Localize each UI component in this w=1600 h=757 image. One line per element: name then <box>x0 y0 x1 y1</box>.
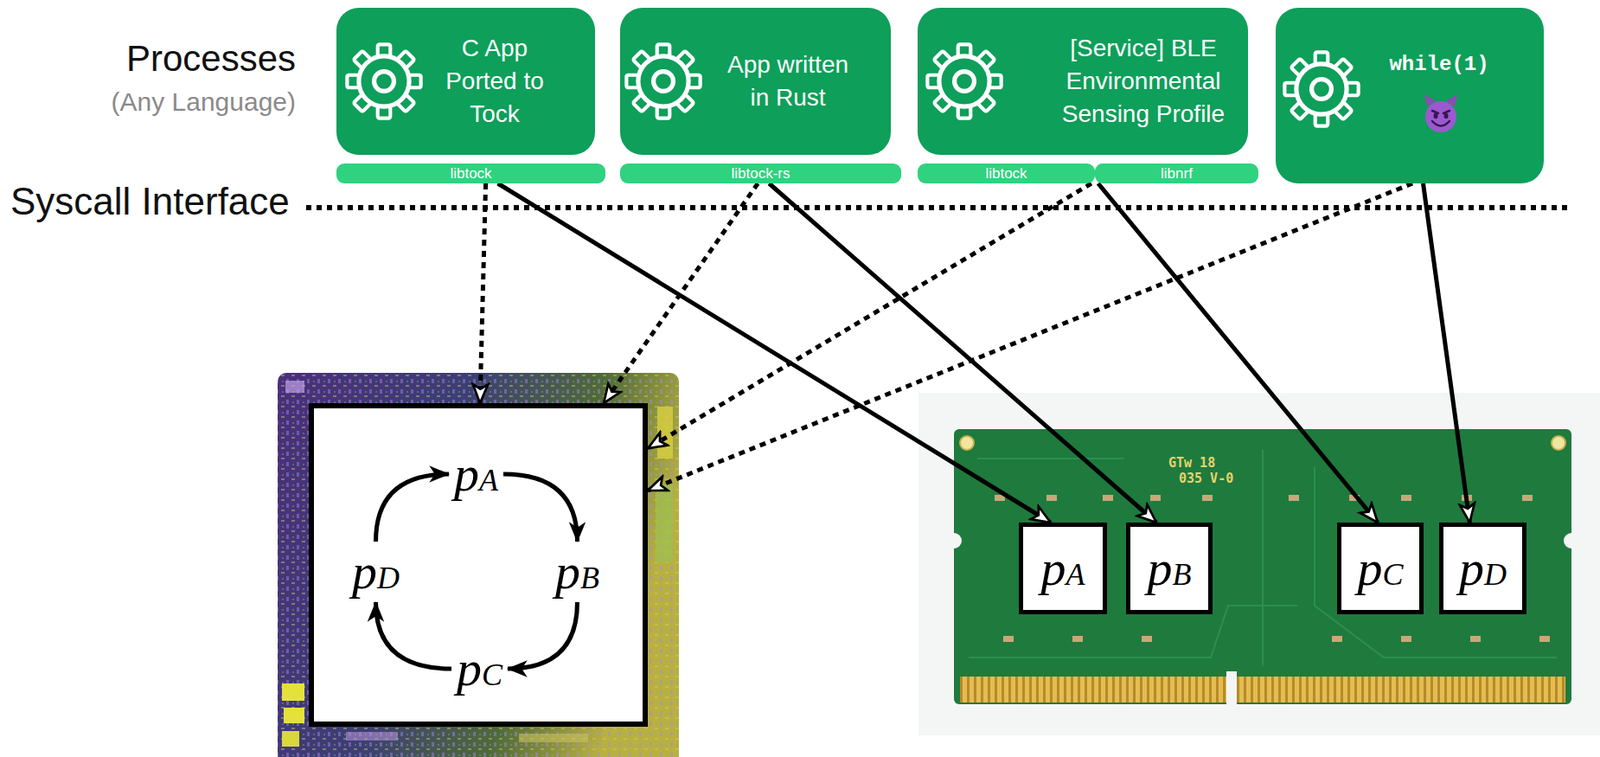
process-title: App written in Rust <box>718 48 858 115</box>
die-block <box>345 731 398 741</box>
gold-contacts <box>960 676 1566 703</box>
gear-icon <box>919 36 1010 127</box>
smd-part <box>1003 635 1014 642</box>
library-bar: libtock-rs <box>620 163 902 184</box>
section-label: Syscall Interface <box>10 179 290 224</box>
syscall-arrow <box>647 183 1413 491</box>
ram-board <box>953 428 1572 704</box>
process-name: pB <box>555 546 600 597</box>
smd-part <box>1522 494 1533 501</box>
memory-arrow <box>768 183 1157 523</box>
library-name: libtock <box>917 163 1095 184</box>
mount-hole <box>1551 435 1566 450</box>
cpu-window <box>308 403 648 727</box>
ram-module <box>918 392 1600 736</box>
memory-arrow <box>498 183 1051 523</box>
smd-part <box>1401 635 1412 642</box>
devil-eye <box>1433 113 1439 119</box>
gear-icon <box>1276 44 1367 135</box>
process-slot: pD <box>346 541 405 602</box>
die-block <box>283 707 305 724</box>
process-name: pC <box>456 643 503 694</box>
die-block <box>655 484 673 563</box>
die-block <box>281 730 300 747</box>
devil-mouth <box>1432 121 1450 127</box>
smd-part <box>1072 635 1083 642</box>
smd-part <box>1150 494 1161 501</box>
process-name: pD <box>1459 543 1507 594</box>
process-name: pC <box>1356 543 1403 594</box>
process-box: [Service] BLE Environmental Sensing Prof… <box>917 7 1248 155</box>
memory-arrow <box>1423 183 1471 523</box>
die-body <box>277 372 679 757</box>
cpu-box: pA pB pC pD <box>308 403 648 727</box>
die-block <box>518 733 589 743</box>
syscall-arrow <box>480 183 487 404</box>
devil-face <box>1419 92 1463 136</box>
smd-part <box>1202 494 1213 501</box>
process-title: C App Ported to Tock <box>429 32 560 130</box>
process-name: pD <box>352 546 400 597</box>
gear-icon <box>618 36 709 127</box>
schedule-arrow <box>376 473 450 542</box>
photo-ground <box>918 392 1600 736</box>
process-slot: pA <box>448 443 504 505</box>
process-box: while(1) <box>1275 7 1544 184</box>
process-name: pA <box>1041 543 1086 594</box>
process-box: C App Ported to Tock <box>336 7 596 155</box>
smd-part <box>1141 635 1152 642</box>
library-bar: libnrf <box>1094 163 1259 184</box>
devil-brow <box>1432 110 1450 114</box>
library-name: libtock-rs <box>620 163 902 184</box>
syscall-line <box>306 204 1568 211</box>
process-name: pB <box>1147 543 1192 594</box>
smd-part <box>1288 494 1300 501</box>
smd-part <box>1401 494 1412 501</box>
memory-region: pA <box>1018 522 1108 615</box>
process-name: pA <box>454 448 499 500</box>
process-slot: pB <box>550 541 605 602</box>
memory-arrow <box>1098 183 1378 523</box>
section-sublabel: (Any Language) <box>0 87 296 118</box>
board-marking: GTw 18 <box>1168 455 1216 471</box>
devil-eye <box>1444 113 1449 119</box>
side-notch <box>1563 532 1580 549</box>
smd-part <box>1046 494 1057 501</box>
process-title: while(1) <box>1369 52 1509 77</box>
memory-region: pB <box>1126 522 1213 615</box>
library-name: libnrf <box>1094 163 1259 184</box>
cpu-die <box>277 372 679 757</box>
smd-part <box>1331 635 1343 642</box>
library-bar: libtock <box>336 163 606 184</box>
board-marking: 035 V-0 <box>1178 471 1234 487</box>
process-box: App written in Rust <box>620 7 891 155</box>
die-block <box>285 380 305 393</box>
schedule-arrow <box>503 473 578 542</box>
library-name: libtock <box>336 163 606 184</box>
die-block <box>281 683 305 701</box>
smd-part <box>1470 635 1481 642</box>
smd-part <box>1539 635 1550 642</box>
process-slot: pC <box>451 638 508 699</box>
side-notch <box>946 532 962 549</box>
schedule-arrow <box>376 601 453 669</box>
schedule-arrow <box>507 601 577 669</box>
board-trace <box>968 449 1557 666</box>
process-title: [Service] BLE Environmental Sensing Prof… <box>1056 32 1230 130</box>
memory-region: pC <box>1337 522 1424 615</box>
memory-region: pD <box>1439 522 1527 615</box>
board-notch <box>1226 671 1237 708</box>
devil-head <box>1425 101 1457 133</box>
library-bar: libtock <box>917 163 1095 184</box>
section-label: Processes <box>0 38 296 80</box>
mount-hole <box>960 435 974 450</box>
gear-icon <box>339 36 429 127</box>
die-texture <box>277 372 679 757</box>
smd-part <box>1102 494 1114 501</box>
